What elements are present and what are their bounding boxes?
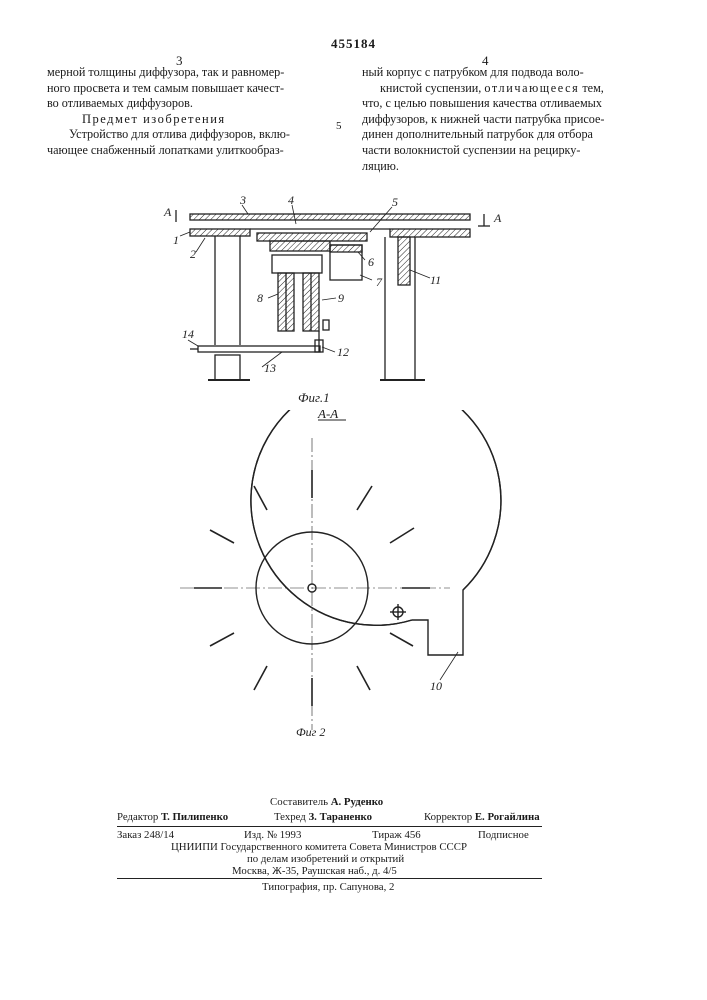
techred-name: З. Тараненко [308,811,372,823]
techred-line: Техред З. Тараненко [274,811,372,824]
label-4: 4 [288,193,294,207]
figure-2-caption: Фиг 2 [296,725,325,739]
edition-number: Изд. № 1993 [244,829,301,842]
label-8: 8 [257,291,263,305]
editor-line: Редактор Т. Пилипенко [117,811,228,824]
text-line: части волокнистой суспензии на рецирку- [362,143,630,159]
label-5: 5 [392,195,398,209]
corrector-line: Корректор Е. Рогайлина [424,811,540,824]
figure-2-drawing: А-А 10 Фиг 2 [0,410,707,740]
section-mark-right: А [493,211,502,225]
compiler-line: Составитель А. Руденко [270,796,383,809]
text-line: ляцию. [362,159,630,175]
label-9: 9 [338,291,344,305]
editor-label: Редактор [117,811,158,823]
subscription-note: Подписное [478,829,529,842]
label-11: 11 [430,273,441,287]
section-title: А-А [317,410,338,421]
claim-keyword: отличающееся [484,81,579,95]
patent-number: 455184 [0,36,707,52]
corrector-label: Корректор [424,811,472,823]
editor-name: Т. Пилипенко [161,811,228,823]
org-line-3: Москва, Ж-35, Раушская наб., д. 4/5 [232,865,397,878]
corrector-name: Е. Рогайлина [475,811,540,823]
text-line: чающее снабженный лопатками улиткообраз- [47,143,329,159]
text-column-left: мерной толщины диффузора, так и равномер… [47,65,329,159]
left-plate [190,229,250,236]
bush-11 [398,237,410,285]
org-line-1: ЦНИИПИ Государственного комитета Совета … [171,841,467,854]
volute-housing [251,410,501,655]
compiler-name: А. Руденко [331,796,383,808]
text-line: диффузоров, к нижней части патрубка прис… [362,112,630,128]
label-14: 14 [182,327,194,341]
text-column-right: ный корпус с патрубком для подвода воло-… [362,65,630,174]
text-line: что, с целью повышения качества отливаем… [362,96,630,112]
section-heading: Предмет изобретения [47,112,329,128]
label-13: 13 [264,361,276,375]
label-6: 6 [368,255,374,269]
figure-1-drawing: А А 1 2 3 4 5 6 7 8 9 11 12 13 14 Фиг.1 [0,190,707,415]
circulation: Тираж 456 [372,829,421,842]
right-plate [390,229,470,237]
compiler-label: Составитель [270,796,328,808]
text-span: книстой суспензии, [380,81,481,95]
divider [117,826,542,827]
section-mark-left: А [163,205,172,219]
shaft-13 [198,346,320,352]
label-12: 12 [337,345,349,359]
label-1: 1 [173,233,179,247]
label-10: 10 [430,679,442,693]
text-span: тем, [582,81,604,95]
text-line: ного просвета и тем самым повышает качес… [47,81,329,97]
label-2: 2 [190,247,196,261]
central-housing [257,233,367,241]
top-plate [190,214,470,220]
figure-1-caption: Фиг.1 [298,390,330,405]
text-line: динен дополнительный патрубок для отбора [362,127,630,143]
text-line: ный корпус с патрубком для подвода воло- [362,65,630,81]
org-line-2: по делам изобретений и открытий [247,853,404,866]
techred-label: Техред [274,811,306,823]
text-line: во отливаемых диффузоров. [47,96,329,112]
label-7: 7 [376,275,383,289]
order-number: Заказ 248/14 [117,829,174,842]
text-line: мерной толщины диффузора, так и равномер… [47,65,329,81]
printing-house: Типография, пр. Сапунова, 2 [262,881,394,894]
label-3: 3 [239,193,246,207]
line-number-marker: 5 [336,120,342,132]
text-line: Устройство для отлива диффузоров, вклю- [47,127,329,143]
divider [117,878,542,879]
text-line: книстой суспензии, отличающееся тем, [362,81,630,97]
